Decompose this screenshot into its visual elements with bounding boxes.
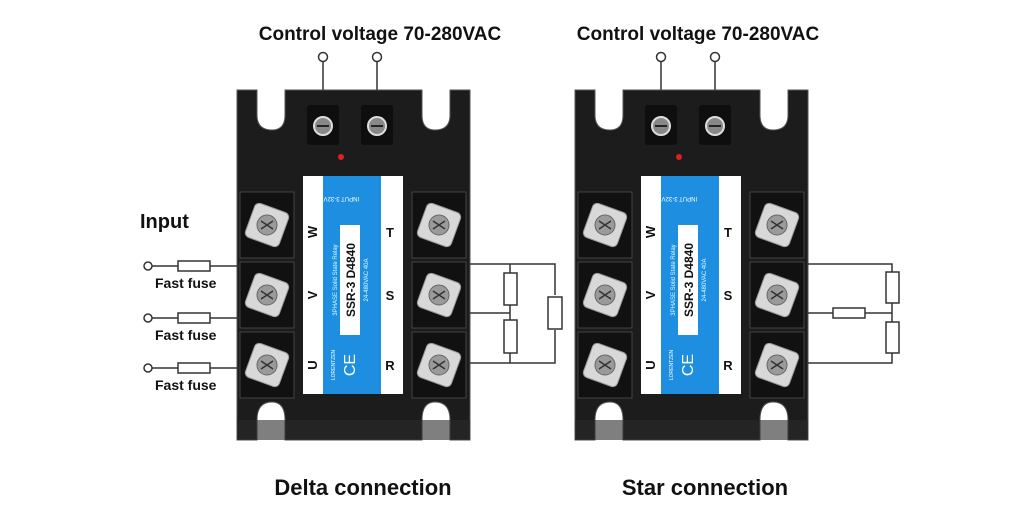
fuse-line: Fast fuse: [143, 260, 240, 291]
rating-text: 24-480VAC 40A: [364, 259, 370, 302]
relay-delta: SSR-3 D4840 3PHASE Solid State Relay 24-48…: [236, 51, 471, 441]
terminal-letter: T: [724, 225, 732, 240]
fuse-label: Fast fuse: [155, 327, 217, 343]
terminal-letter: S: [724, 288, 733, 303]
delta-caption: Delta connection: [274, 475, 451, 500]
ce-mark: CE: [342, 354, 359, 376]
subtitle-text: 3PHASE Solid State Relay: [333, 244, 339, 315]
model-text: SSR-3 D4840: [682, 243, 696, 317]
terminal-letter: W: [305, 225, 320, 238]
fuse-icon: [177, 312, 211, 324]
fuse-line: Fast fuse: [143, 362, 240, 393]
terminal-letter: R: [723, 358, 733, 373]
control-voltage-label: Control voltage 70-280VAC: [259, 24, 502, 45]
fuse-line: Fast fuse: [143, 312, 240, 343]
fuse-icon: [177, 260, 211, 272]
input-label: Input: [140, 211, 189, 233]
control-voltage-label: Control voltage 70-280VAC: [577, 24, 820, 45]
star-caption: Star connection: [622, 475, 788, 500]
fuse-icon: [177, 362, 211, 374]
terminal-letter: W: [643, 225, 658, 238]
input-terminal-icon: [143, 363, 153, 373]
input-text: INPUT 3-32VDC: [314, 195, 359, 201]
brand-logo: LORENTZEN: [331, 349, 337, 380]
resistor-icon: [503, 319, 518, 354]
terminal-letter: V: [643, 290, 658, 299]
control-terminal-icon: [655, 51, 667, 63]
terminal-letter: U: [305, 360, 320, 369]
rating-text: 24-480VAC 40A: [702, 259, 708, 302]
relay-star: SSR-3 D4840 3PHASE Solid State Relay 24-48…: [574, 51, 809, 441]
resistor-icon: [503, 272, 518, 306]
terminal-letter: S: [386, 288, 395, 303]
led-indicator: [676, 154, 682, 160]
resistor-icon: [547, 296, 563, 330]
terminal-letter: T: [386, 225, 394, 240]
terminal-letter: U: [643, 360, 658, 369]
input-text: INPUT 3-32VDC: [652, 195, 697, 201]
fuse-label: Fast fuse: [155, 275, 217, 291]
input-terminal-icon: [143, 313, 153, 323]
control-terminal-icon: [371, 51, 383, 63]
control-terminal-icon: [709, 51, 721, 63]
ce-mark: CE: [680, 354, 697, 376]
delta-load-wiring: [470, 263, 563, 364]
star-load-wiring: [808, 263, 900, 364]
input-terminal-icon: [143, 261, 153, 271]
fuse-label: Fast fuse: [155, 377, 217, 393]
resistor-icon: [885, 321, 900, 354]
terminal-letter: V: [305, 290, 320, 299]
led-indicator: [338, 154, 344, 160]
subtitle-text: 3PHASE Solid State Relay: [671, 244, 677, 315]
control-terminal-icon: [317, 51, 329, 63]
resistor-icon: [885, 271, 900, 304]
model-text: SSR-3 D4840: [344, 243, 358, 317]
resistor-icon: [832, 307, 866, 319]
brand-logo: LORENTZEN: [669, 349, 675, 380]
terminal-letter: R: [385, 358, 395, 373]
